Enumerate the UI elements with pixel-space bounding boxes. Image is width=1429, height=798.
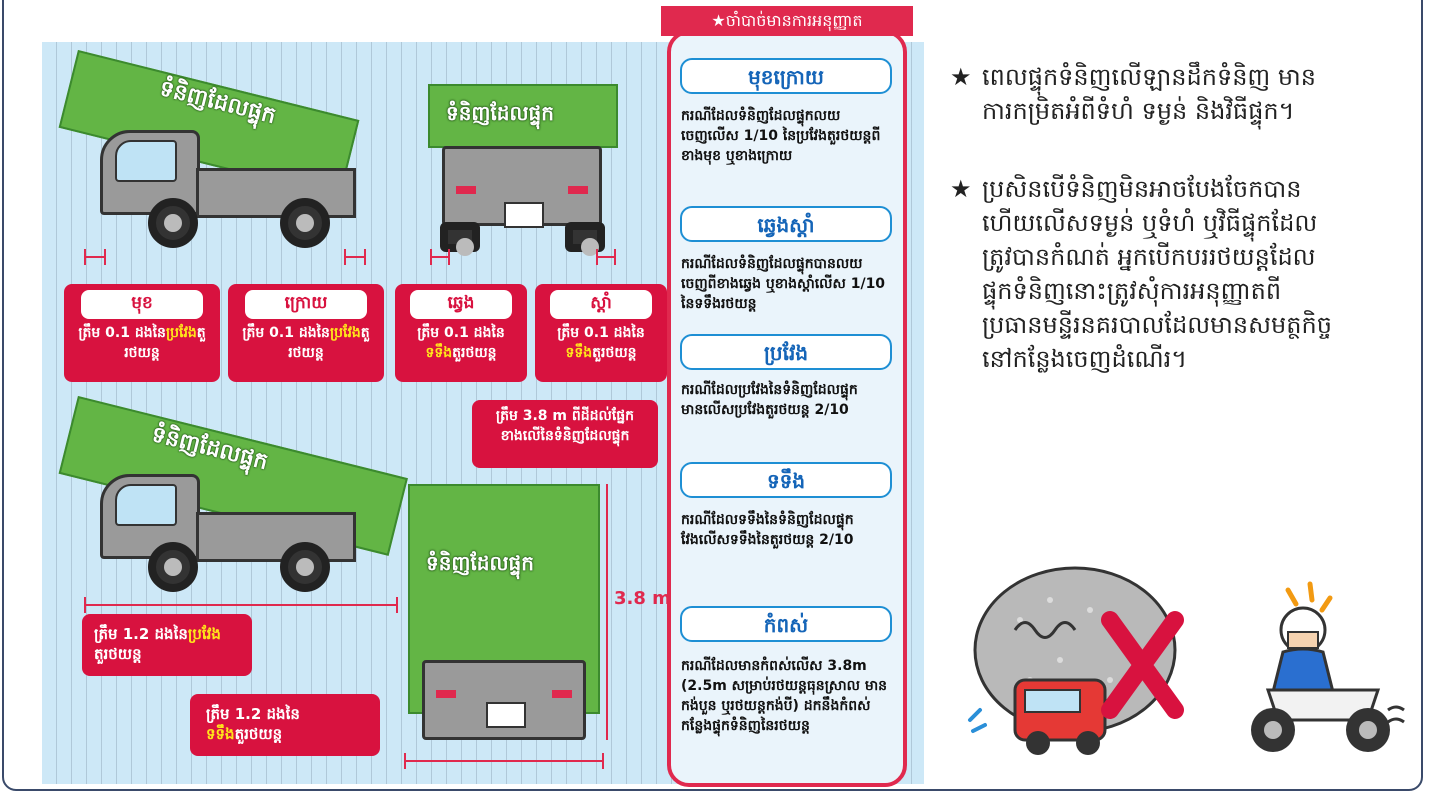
card-front-desc-a: ត្រឹម 0.1 ដងនៃ [78,325,166,341]
section-heading-length: ប្រវែង [680,334,892,370]
height-limit-text: ត្រឹម 3.8 m ពីដីដល់ផ្នែកខាងលើនៃទំនិញដែលផ… [495,408,635,444]
card-front: មុខ ត្រឹម 0.1 ដងនៃប្រវែងតួរថយន្ត [64,284,220,382]
width-limit-b: តួរថយន្ត [234,725,283,743]
permit-required-tab: ★ចាំបាច់មានការអនុញ្ញាត [661,6,913,36]
card-front-desc-b: តួរថយន្ត [124,325,206,361]
cargo-label-rear-2: ទំនិញដែលផ្ទុក [426,551,534,575]
wheel-icon [148,198,198,248]
card-right-desc: ត្រឹម 0.1 ដងនៃទទឹងតួរថយន្ត [535,323,667,363]
length-limit-a: ត្រឹម 1.2 ដងនៃ [94,625,188,643]
section-desc-width: ករណីដែលទទឹងនៃទំនិញដែលផ្ទុកវែងលើសទទឹងនៃតួ… [681,512,854,548]
card-right-title: ស្តាំ [549,290,653,319]
card-left-desc-b: តួរថយន្ត [452,345,497,361]
cargo-label-rear-1: ទំនិញដែលផ្ទុក [446,101,554,125]
card-left-title: ឆ្វេង [409,290,513,319]
section-desc-front-rear: ករណីដែលទំនិញដែលផ្ទុកលយចេញលើស 1/10 នៃប្រវ… [681,108,881,164]
tail-light-icon [436,690,456,698]
width-limit-text: ត្រឹម 1.2 ដងនៃទទឹងតួរថយន្ត [190,694,380,754]
wheel-icon [148,542,198,592]
card-rear-title: ក្រោយ [245,290,367,319]
card-length-limit: ត្រឹម 1.2 ដងនៃប្រវែងតួរថយន្ត [82,614,252,676]
cargo-box-rear-1 [428,84,618,148]
card-front-title: មុខ [81,290,203,319]
wheel-icon [280,198,330,248]
wheel-icon [280,542,330,592]
permit-required-panel [667,30,907,787]
section-heading-front-rear: មុខក្រោយ [680,58,892,94]
card-front-desc-hl: ប្រវែង [165,325,197,341]
star-icon: ★ [950,63,972,91]
overhang-right-marker [596,249,616,265]
card-rear-desc-hl: ប្រវែង [329,325,361,341]
card-width-limit: ត្រឹម 1.2 ដងនៃទទឹងតួរថយន្ត [190,694,380,756]
wheel-icon [565,222,605,256]
width-limit-a: ត្រឹម 1.2 ដងនៃ [206,705,300,723]
card-rear: ក្រោយ ត្រឹម 0.1 ដងនៃប្រវែងតួរថយន្ត [228,284,384,382]
truck-window-side-1 [115,140,177,182]
wheel-icon [440,222,480,256]
card-right-desc-b: តួរថយន្ត [592,345,637,361]
card-left-desc-hl: ទទឹង [425,345,453,361]
section-heading-width: ទទឹង [680,462,892,498]
license-plate-icon [486,702,526,728]
truck-rear-body-2 [422,660,586,740]
truck-window-side-2 [115,484,177,526]
total-width-marker [404,753,604,769]
card-front-desc: ត្រឹម 0.1 ដងនៃប្រវែងតួរថយន្ត [64,323,220,363]
star-icon: ★ [950,175,972,203]
card-rear-desc-a: ត្រឹម 0.1 ដងនៃ [242,325,330,341]
section-desc-height: ករណីដែលមានកំពស់លើស 3.8m (2.5m សម្រាប់រថយ… [681,658,888,734]
bullet-2-text: ប្រសិនបើទំនិញមិនអាចបែងចែកបាន ហើយលើសទម្ងន… [982,175,1332,373]
license-plate-icon [504,202,544,228]
card-rear-desc-b: តួរថយន្ត [288,325,370,361]
overhang-rear-marker [344,249,366,265]
card-right-desc-hl: ទទឹង [565,345,593,361]
card-right: ស្តាំ ត្រឹម 0.1 ដងនៃទទឹងតួរថយន្ត [535,284,667,382]
bullet-1: ★ ពេលផ្ទុកទំនិញលើឡានដឹកទំនិញ មាន ការកម្រ… [950,60,1390,140]
section-desc-left-right: ករណីដែលទំនិញដែលផ្ទុកបានលយចេញពីខាងឆ្វេង ឬ… [681,256,886,312]
truck-bed-side-2 [196,512,356,562]
length-limit-hl: ប្រវែង [187,625,221,643]
truck-bed-side-1 [196,168,356,218]
card-height-limit: ត្រឹម 3.8 m ពីដីដល់ផ្នែកខាងលើនៃទំនិញដែលផ… [472,400,658,468]
bullet-2: ★ ប្រសិនបើទំនិញមិនអាចបែងចែកបាន ហើយលើសទម្… [950,172,1400,392]
section-heading-left-right: ឆ្វេងស្តាំ [680,206,892,242]
tail-light-icon [552,690,572,698]
card-left: ឆ្វេង ត្រឹម 0.1 ដងនៃទទឹងតួរថយន្ត [395,284,527,382]
tail-light-icon [456,186,476,194]
overhang-left-marker [430,249,450,265]
card-left-desc: ត្រឹម 0.1 ដងនៃទទឹងតួរថយន្ត [395,323,527,363]
height-dimension-label: 3.8 m [614,588,671,609]
card-left-desc-a: ត្រឹម 0.1 ដងនៃ [417,325,505,341]
section-heading-height: កំពស់ [680,606,892,642]
bullet-1-text: ពេលផ្ទុកទំនិញលើឡានដឹកទំនិញ មាន ការកម្រិត… [982,63,1316,125]
police-motorbike-illustration [1228,580,1418,760]
height-marker [606,484,608,740]
length-limit-b: តួរថយន្ត [94,645,142,663]
card-rear-desc: ត្រឹម 0.1 ដងនៃប្រវែងតួរថយន្ត [228,323,384,363]
overloaded-truck-illustration [960,560,1190,760]
length-limit-text: ត្រឹម 1.2 ដងនៃប្រវែងតួរថយន្ត [82,614,252,674]
section-desc-length: ករណីដែលប្រវែងនៃទំនិញដែលផ្ទុក មានលើសប្រវែ… [681,382,858,418]
width-limit-hl: ទទឹង [206,725,235,743]
total-length-marker [84,597,398,613]
tail-light-icon [568,186,588,194]
overhang-front-marker [84,249,106,265]
card-right-desc-a: ត្រឹម 0.1 ដងនៃ [557,325,645,341]
